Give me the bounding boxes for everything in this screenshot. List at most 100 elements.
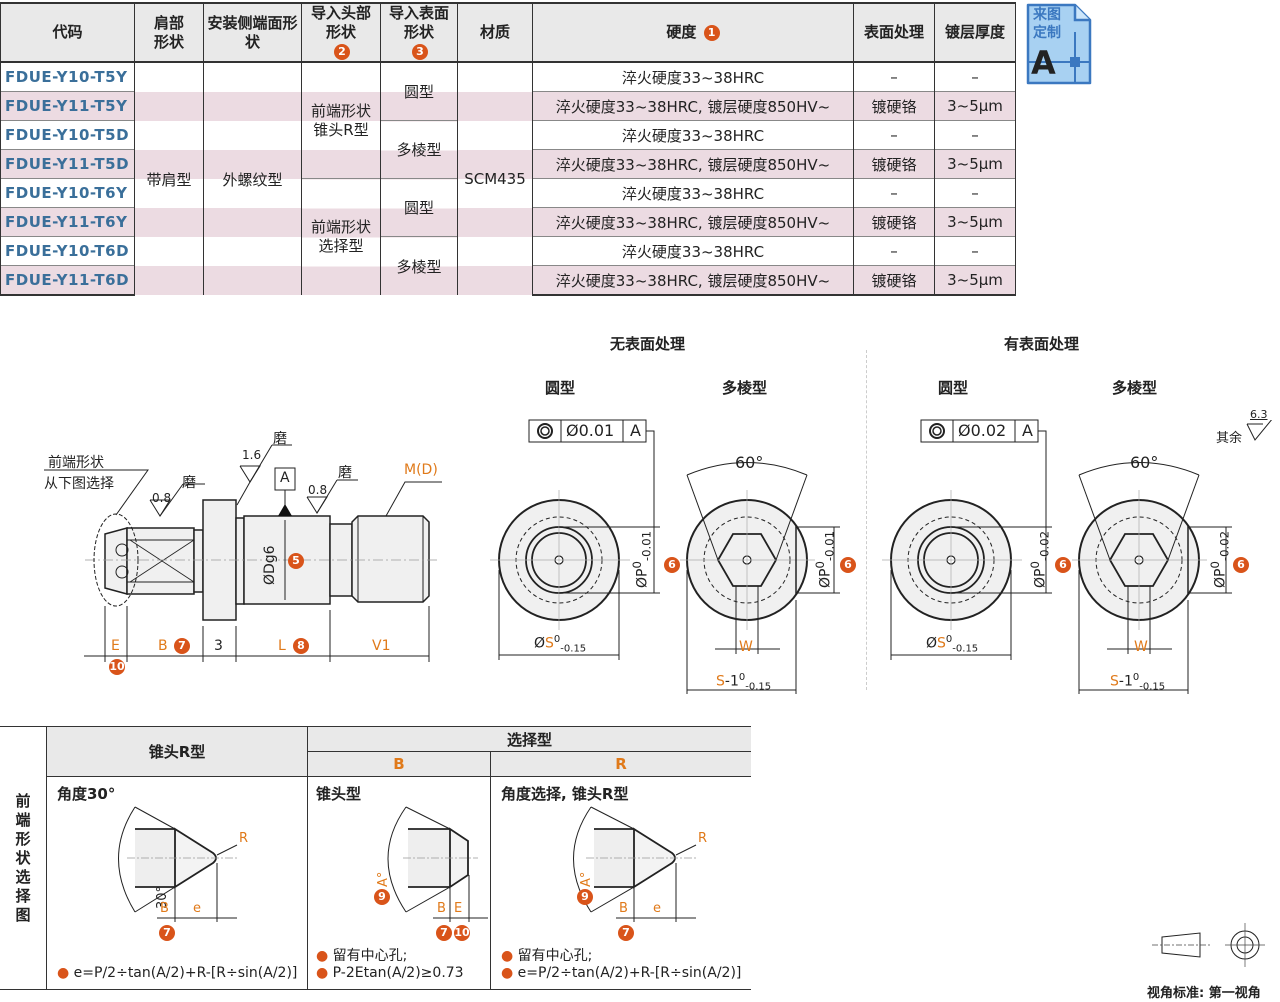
- p-dim-poly-a: ØP0-0.01: [813, 530, 837, 588]
- header-mount-end: 安装侧端面形状: [203, 2, 302, 63]
- tolerance-with-treatment: Ø0.02: [958, 421, 1007, 440]
- product-code: FDUE-Y11-T6D: [0, 265, 135, 296]
- product-code: FDUE-Y10-T6Y: [0, 178, 135, 208]
- thickness-cell: –: [934, 236, 1016, 266]
- sub-col-r: R: [490, 751, 751, 777]
- thickness-cell: –: [934, 120, 1016, 150]
- roughness-0-8-a: 0.8: [152, 491, 172, 505]
- header-code: 代码: [0, 2, 135, 63]
- cell1-note: ● e=P/2÷tan(A/2)+R-[R÷sin(A/2)]: [57, 965, 298, 981]
- treatment-cell: –: [853, 61, 935, 92]
- badge-letter: A: [1031, 44, 1056, 82]
- treatment-cell: –: [853, 178, 935, 208]
- side-view-drawing: [44, 444, 442, 662]
- shoulder-shape-cell: 带肩型: [134, 61, 204, 295]
- badge-6-d: 6: [1233, 557, 1249, 573]
- cell2-note2: ● P-2Etan(A/2)≥0.73: [316, 965, 464, 981]
- lead-head-shape-cell-b: 前端形状选择型: [301, 178, 381, 295]
- hardness-cell: 淬火硬度33~38HRC, 镀层硬度850HV~: [532, 207, 854, 237]
- mount-end-shape-cell: 外螺纹型: [203, 61, 302, 295]
- lead-head-shape-cell-a: 前端形状锥头R型: [301, 61, 381, 179]
- dim-e-label: E: [111, 638, 120, 654]
- angle-label-b: 60°: [1130, 453, 1159, 472]
- grind-label-a: 磨: [182, 475, 196, 491]
- remainder-label: 其余: [1216, 431, 1243, 446]
- sub-col-b: B: [307, 751, 491, 777]
- s1-dim-b: S-10-0.15: [1110, 672, 1166, 693]
- cell2-a-label: A°: [376, 871, 391, 887]
- roughness-0-8-b: 0.8: [308, 483, 328, 497]
- dim-v1-label: V1: [372, 638, 391, 654]
- no-treatment-title: 无表面处理: [610, 335, 686, 353]
- hardness-cell: 淬火硬度33~38HRC, 镀层硬度850HV~: [532, 149, 854, 179]
- thickness-cell: –: [934, 61, 1016, 92]
- header-lead-head: 导入头部形状2: [301, 2, 381, 63]
- treatment-cell: 镀硬铬: [853, 265, 935, 296]
- header-material: 材质: [457, 2, 533, 63]
- treatment-cell: –: [853, 236, 935, 266]
- header-plating-thickness: 镀层厚度: [934, 2, 1016, 63]
- hardness-cell: 淬火硬度33~38HRC, 镀层硬度850HV~: [532, 265, 854, 296]
- roughness-1-6: 1.6: [242, 448, 262, 462]
- roughness-symbol-icon: [1246, 420, 1273, 441]
- badge-2: 2: [334, 43, 350, 60]
- thickness-cell: –: [934, 178, 1016, 208]
- badge-line1: 来图: [1033, 7, 1061, 23]
- poly-label-a: 多棱型: [722, 379, 768, 397]
- cell1-badge-7: 7: [159, 925, 175, 941]
- datum-a: A: [280, 470, 290, 486]
- spec-table: 代码 肩部形状 安装侧端面形状 导入头部形状2 导入表面形状3 材质 硬度 1 …: [0, 2, 1016, 296]
- dim-b-label: B: [158, 638, 168, 654]
- grind-label-b: 磨: [273, 431, 287, 447]
- badge-6-b: 6: [840, 557, 856, 573]
- cell3-note2: ● e=P/2÷tan(A/2)+R-[R÷sin(A/2)]: [501, 965, 742, 981]
- cell2-badge-9: 9: [374, 889, 390, 905]
- product-code: FDUE-Y10-T5D: [0, 120, 135, 150]
- grind-label-c: 磨: [338, 465, 352, 481]
- p-dim-round-a: ØP0-0.01: [630, 530, 654, 588]
- section-divider: [866, 350, 867, 690]
- cell-select-b: 锥头型 A° 9 B E 7 10 ● 留有中心孔; ● P-2Etan(A/: [307, 776, 491, 990]
- dim-3-label: 3: [214, 638, 223, 654]
- cell3-badge-7: 7: [618, 925, 634, 941]
- cell2-e-label: E: [454, 901, 463, 916]
- surface-shape-poly: 多棱型: [380, 236, 458, 295]
- cell3-e-label: e: [653, 901, 661, 916]
- badge-7: 7: [174, 638, 190, 654]
- badge-line2: 定制: [1033, 25, 1061, 41]
- cone-b-drawing: [387, 806, 488, 922]
- front-table-side-label: 前端形状选择图: [0, 726, 47, 990]
- front-shape-note-2: 从下图选择: [44, 476, 114, 492]
- surface-shape-round: 圆型: [380, 178, 458, 237]
- badge-6-a: 6: [664, 557, 680, 573]
- round-label-b: 圆型: [938, 379, 969, 397]
- s-dim-b: ØS0-0.15: [926, 634, 979, 655]
- cell3-title: 角度选择, 锥头R型: [501, 785, 629, 803]
- cell3-r-label: R: [698, 831, 708, 846]
- with-treatment-title: 有表面处理: [1004, 335, 1080, 353]
- treatment-cell: 镀硬铬: [853, 91, 935, 121]
- header-hardness: 硬度 1: [532, 2, 854, 63]
- surface-shape-round: 圆型: [380, 61, 458, 121]
- cell1-b-label: B: [160, 901, 169, 916]
- dim-l-label: L: [278, 638, 286, 654]
- cell1-r-label: R: [239, 831, 249, 846]
- header-surface-treatment: 表面处理: [853, 2, 935, 63]
- hardness-cell: 淬火硬度33~38HRC: [532, 61, 854, 92]
- surface-shape-poly: 多棱型: [380, 120, 458, 179]
- thickness-cell: 3~5μm: [934, 91, 1016, 121]
- s1-dim-a: S-10-0.15: [716, 672, 772, 693]
- hardness-cell: 淬火硬度33~38HRC: [532, 236, 854, 266]
- cell3-note1: ● 留有中心孔;: [501, 948, 593, 964]
- cell3-badge-9: 9: [577, 889, 593, 905]
- hardness-cell: 淬火硬度33~38HRC: [532, 178, 854, 208]
- badge-1: 1: [703, 24, 720, 41]
- cell2-badge-7: 7: [436, 925, 452, 941]
- angle-label-a: 60°: [735, 453, 764, 472]
- product-code: FDUE-Y11-T6Y: [0, 207, 135, 237]
